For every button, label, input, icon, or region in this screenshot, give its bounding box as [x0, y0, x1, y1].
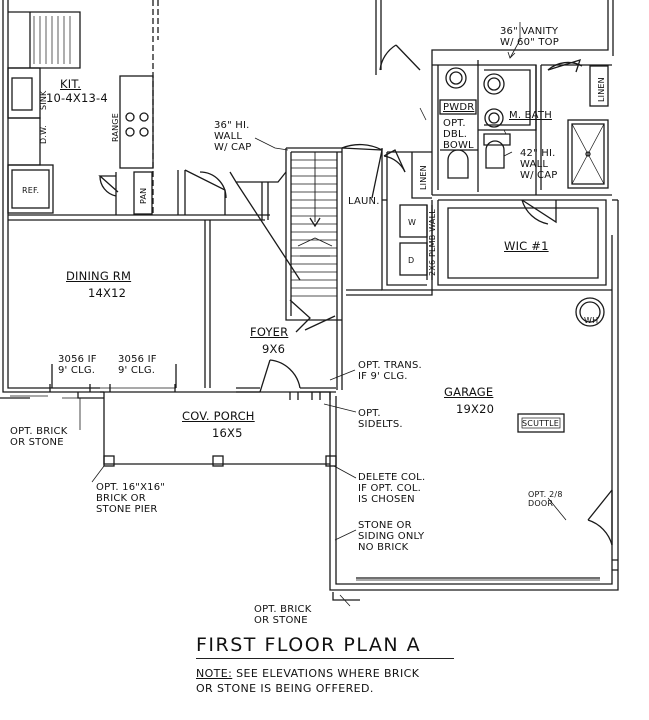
porch-name-text: COV. PORCH: [182, 409, 255, 423]
trans-note: OPT. TRANS.IF 9' CLG.: [358, 360, 422, 382]
linen-label-top: LINEN: [597, 77, 606, 102]
optdbl-note: OPT.DBL.BOWL: [443, 118, 474, 151]
scuttle-label: SCUTTLE: [522, 419, 560, 428]
wall36-note-line3: W/ CAP: [214, 142, 252, 153]
porch-name: COV. PORCH: [182, 410, 255, 423]
window2-note-line2: 9' CLG.: [118, 365, 156, 376]
linen-label-laun: LINEN: [419, 165, 428, 190]
plan-note-text: SEE ELEVATIONS WHERE BRICK: [236, 667, 420, 680]
vanity-note-line2: W/ 60" TOP: [500, 37, 559, 48]
foyer-size: 9x6: [262, 342, 286, 356]
pier-note-line2: BRICK OR: [96, 493, 146, 504]
sink-label: SINK: [39, 90, 48, 110]
mbath-name: M. BATH: [509, 110, 552, 121]
wall42-note-line3: W/ CAP: [520, 170, 558, 181]
sidelts-note-line1: OPT.: [358, 408, 381, 419]
porch-area: [0, 392, 360, 601]
washer-label: W: [408, 218, 417, 227]
wall42-note-line1: 42" HI.: [520, 148, 556, 159]
foyer-name: FOYER: [250, 326, 288, 339]
optdbl-note-line2: DBL.: [443, 129, 468, 140]
laun-name: LAUN.: [348, 196, 380, 207]
garage-name-text: GARAGE: [444, 385, 494, 399]
wic-area: [432, 194, 612, 291]
exterior-walls: [2, 0, 619, 591]
laundry-area: [341, 143, 433, 296]
pwdr-name: PWDR: [443, 102, 475, 113]
door28-note-line1: OPT. 2/8: [528, 490, 563, 499]
delete-col-note-line2: IF OPT. COL.: [358, 483, 422, 494]
dw-label: D.W.: [39, 124, 48, 144]
siding-note-line1: STONE OR: [358, 520, 412, 531]
window1-note-line2: 9' CLG.: [58, 365, 96, 376]
sidelts-note: OPT.SIDELTS.: [358, 408, 403, 430]
porch-size: 16x5: [212, 426, 243, 440]
garage-area: [356, 297, 618, 581]
kit-name-text: KIT.: [60, 77, 82, 91]
brick-note-left-line2: OR STONE: [10, 437, 64, 448]
optdbl-note-line3: BOWL: [443, 140, 474, 151]
dining-size: 14x12: [88, 286, 127, 300]
window1-note-line1: 3056 IF: [58, 354, 97, 365]
title-underline: [196, 658, 454, 659]
delete-col-note: DELETE COL.IF OPT. COL.IS CHOSEN: [358, 472, 425, 505]
wall36-note-line1: 36" HI.: [214, 120, 250, 131]
leader-lines: [79, 137, 567, 607]
siding-note-line3: NO BRICK: [358, 542, 409, 553]
plan-note-label: NOTE:: [196, 667, 233, 680]
dryer-label: D: [408, 256, 415, 265]
ref-label: REF.: [22, 186, 40, 195]
bath-area: [379, 22, 612, 195]
trans-note-line2: IF 9' CLG.: [358, 371, 408, 382]
door28-note-line2: DOOR: [528, 499, 554, 508]
plan-title: FIRST FLOOR PLAN A: [196, 634, 422, 656]
range-label: RANGE: [111, 113, 120, 142]
kitchen-area: [7, 0, 270, 221]
optdbl-note-line1: OPT.: [443, 118, 466, 129]
trans-note-line1: OPT. TRANS.: [358, 360, 422, 371]
kit-size: 10-4x13-4: [46, 91, 108, 105]
pan-label: PAN: [139, 187, 148, 204]
pier-note-line3: STONE PIER: [96, 504, 158, 515]
plan-note-text2: OR STONE IS BEING OFFERED.: [196, 682, 374, 695]
window2-note-line1: 3056 IF: [118, 354, 157, 365]
delete-col-note-line3: IS CHOSEN: [358, 494, 415, 505]
dining-name-text: DINING RM: [66, 269, 132, 283]
kit-name: KIT.: [60, 78, 81, 91]
wall42-note-line2: WALL: [520, 159, 549, 170]
plumb-wall-label: 2x6 PLMB WALL: [428, 209, 437, 276]
siding-note-line2: SIDING ONLY: [358, 531, 425, 542]
stair-area: [229, 147, 343, 390]
foyer-name-text: FOYER: [250, 325, 289, 339]
foyer-door: [236, 359, 336, 400]
wall36-note-line2: WALL: [214, 131, 243, 142]
garage-size: 19x20: [456, 402, 495, 416]
sidelts-note-line2: SIDELTS.: [358, 419, 403, 430]
vanity-note-line1: 36" VANITY: [500, 26, 559, 37]
garage-name: GARAGE: [444, 386, 493, 399]
wh-label: WH: [584, 316, 599, 325]
pier-note-line1: OPT. 16"x16": [96, 482, 166, 493]
brick-note-bottom-line2: OR STONE: [254, 615, 308, 626]
dining-name: DINING RM: [66, 270, 131, 283]
brick-note-left-line1: OPT. BRICK: [10, 426, 68, 437]
brick-note-bottom-line1: OPT. BRICK: [254, 604, 312, 615]
plan-note: NOTE: SEE ELEVATIONS WHERE BRICK OR STONE…: [196, 666, 419, 696]
kitchen-window-hatch: [33, 16, 71, 64]
delete-col-note-line1: DELETE COL.: [358, 472, 426, 483]
dining-area: [49, 220, 211, 392]
wic-name: WIC #1: [504, 239, 549, 253]
